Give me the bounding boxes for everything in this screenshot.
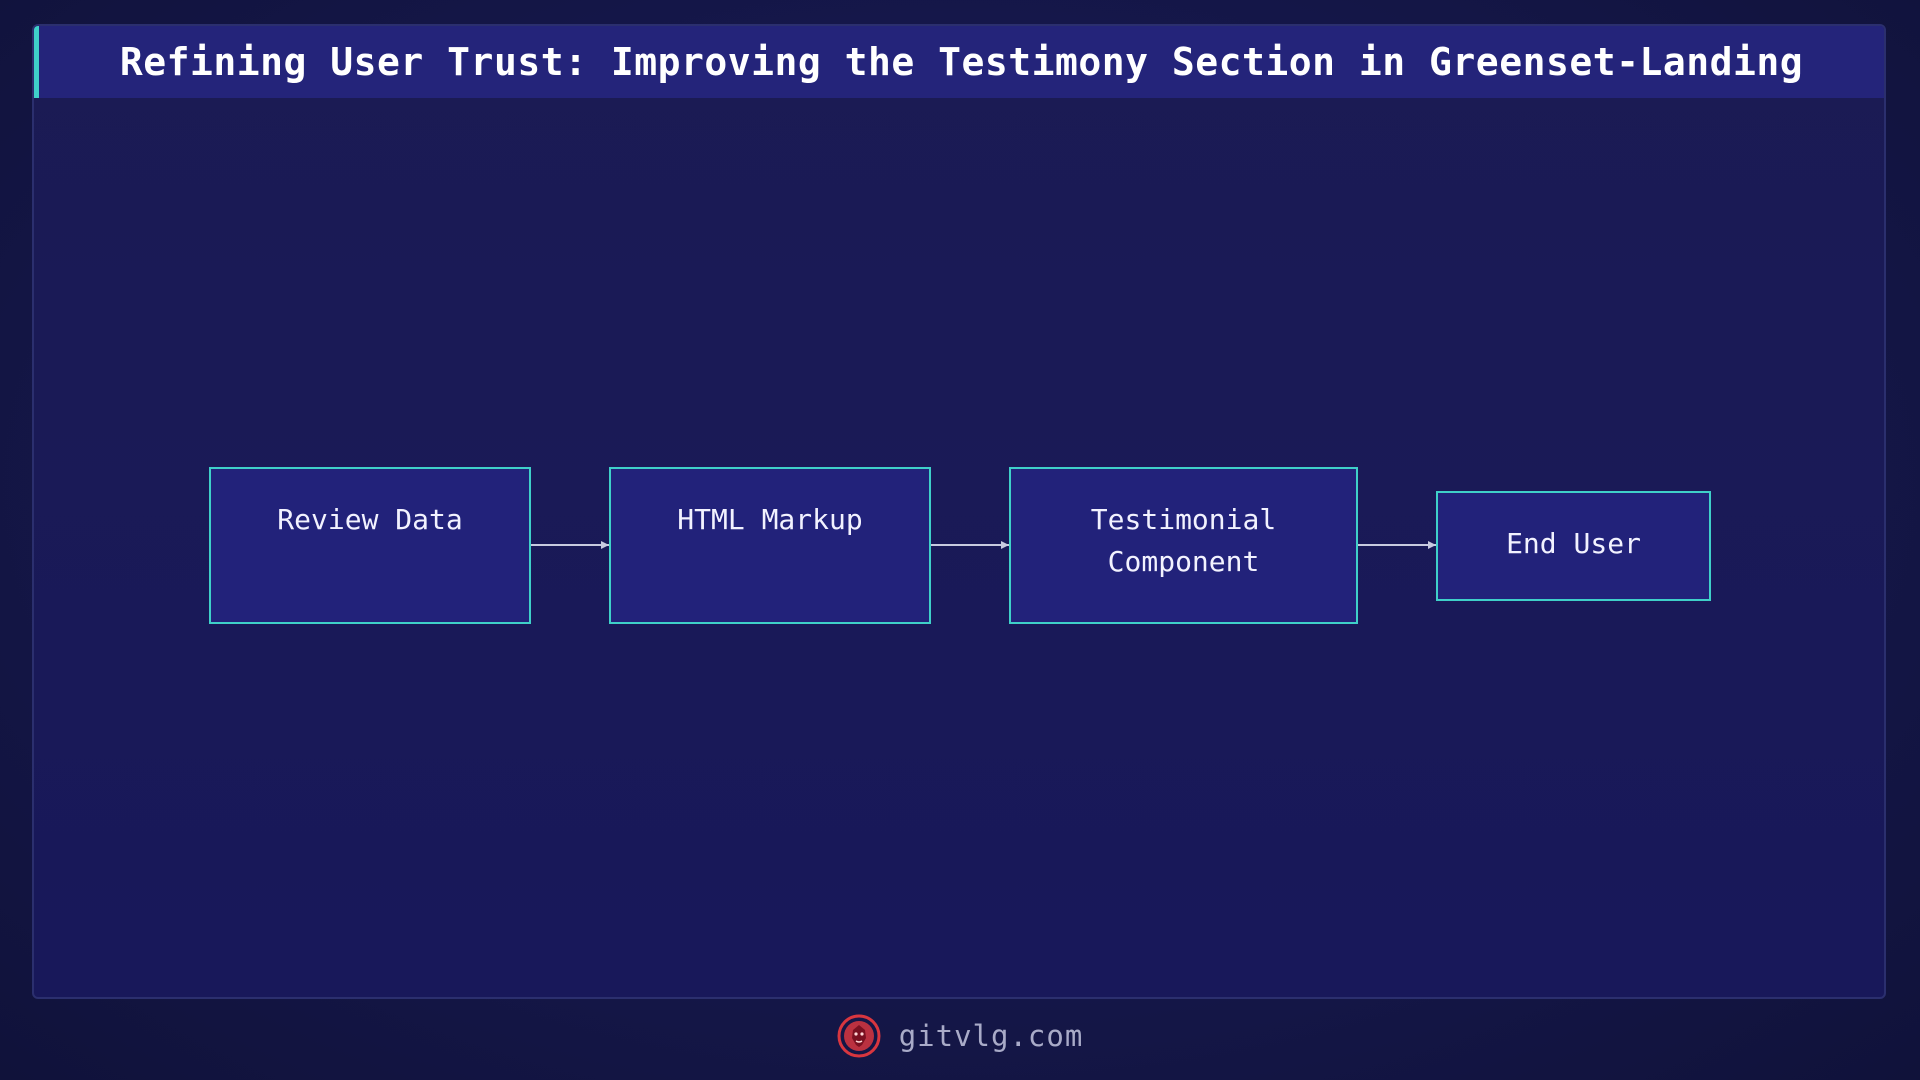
- node-review-data-label: Review Data: [277, 503, 463, 536]
- node-end-user: End User: [1436, 491, 1711, 601]
- node-end-user-label: End User: [1506, 527, 1641, 560]
- lion-head-icon: [837, 1014, 881, 1058]
- node-testimonial-component-label: Testimonial Component: [1090, 503, 1277, 578]
- node-review-data: Review Data: [209, 467, 531, 624]
- node-html-markup: HTML Markup: [609, 467, 931, 624]
- node-html-markup-label: HTML Markup: [677, 503, 863, 536]
- page-title: Refining User Trust: Improving the Testi…: [119, 40, 1804, 84]
- footer: gitvlg.com: [0, 1010, 1920, 1062]
- footer-site-link[interactable]: gitvlg.com: [898, 1019, 1084, 1053]
- title-bar: Refining User Trust: Improving the Testi…: [34, 26, 1884, 98]
- node-testimonial-component: Testimonial Component: [1009, 467, 1358, 624]
